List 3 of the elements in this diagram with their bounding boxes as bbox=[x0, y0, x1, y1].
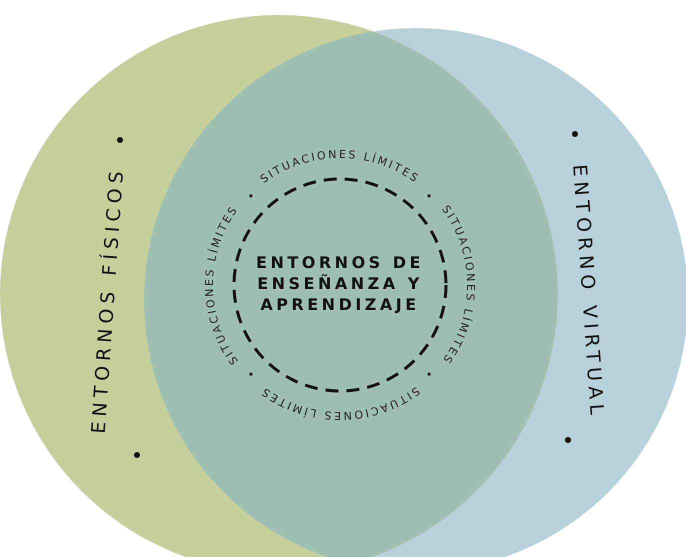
circle-label: ENTORNOS FÍSICOS bbox=[88, 166, 128, 434]
center-label: ENTORNOS DE ENSEÑANZA Y APRENDIZAJE bbox=[255, 252, 425, 315]
circle-label: ENTORNO VIRTUAL bbox=[568, 164, 608, 420]
